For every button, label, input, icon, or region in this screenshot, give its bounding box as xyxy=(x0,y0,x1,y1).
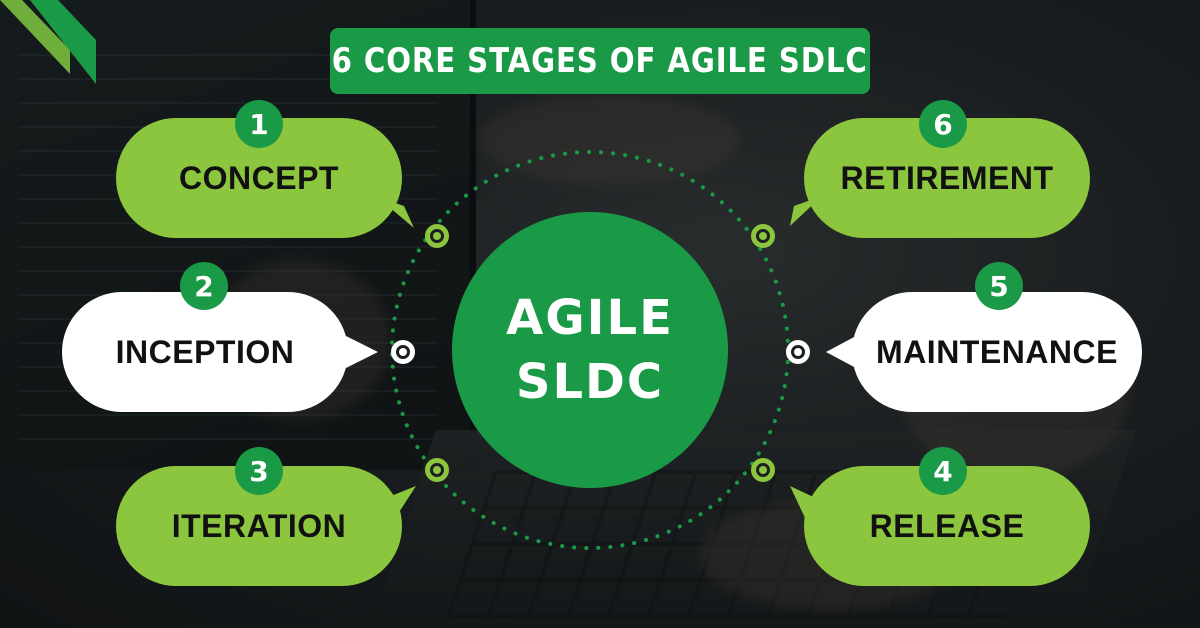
stage-bubble-retirement: RETIREMENT xyxy=(804,118,1090,238)
stage-label: RELEASE xyxy=(869,507,1025,544)
stage-number-badge: 2 xyxy=(180,262,228,310)
orbit-marker xyxy=(751,458,775,482)
stage-label: INCEPTION xyxy=(115,333,295,370)
stage-bubble-maintenance: MAINTENANCE xyxy=(852,292,1142,412)
stage-number-badge: 4 xyxy=(919,447,967,495)
center-circle: AGILE SLDC xyxy=(452,212,728,488)
stage-label: RETIREMENT xyxy=(840,159,1054,196)
background-hand xyxy=(480,95,740,185)
orbit-marker xyxy=(786,340,810,364)
center-label-line2: SLDC xyxy=(515,354,665,410)
stage-number-badge: 1 xyxy=(235,100,283,148)
page-title: 6 CORE STAGES OF AGILE SDLC xyxy=(331,41,869,81)
stage-label: ITERATION xyxy=(171,507,347,544)
corner-stripes-logo xyxy=(0,0,96,84)
stage-number-badge: 6 xyxy=(919,100,967,148)
center-label-line1: AGILE xyxy=(506,290,674,346)
bubble-tail-maintenance xyxy=(826,336,856,368)
bubble-tail-release xyxy=(790,486,824,520)
orbit-marker xyxy=(391,340,415,364)
stage-label: MAINTENANCE xyxy=(876,333,1118,370)
title-banner: 6 CORE STAGES OF AGILE SDLC xyxy=(330,28,870,94)
orbit-marker xyxy=(425,224,449,248)
bubble-tail-inception xyxy=(346,336,378,368)
orbit-marker xyxy=(751,224,775,248)
stage-number-badge: 3 xyxy=(235,447,283,495)
orbit-marker xyxy=(425,458,449,482)
stage-label: CONCEPT xyxy=(179,159,339,196)
stage-bubble-inception: INCEPTION xyxy=(62,292,348,412)
stage-number-badge: 5 xyxy=(975,262,1023,310)
